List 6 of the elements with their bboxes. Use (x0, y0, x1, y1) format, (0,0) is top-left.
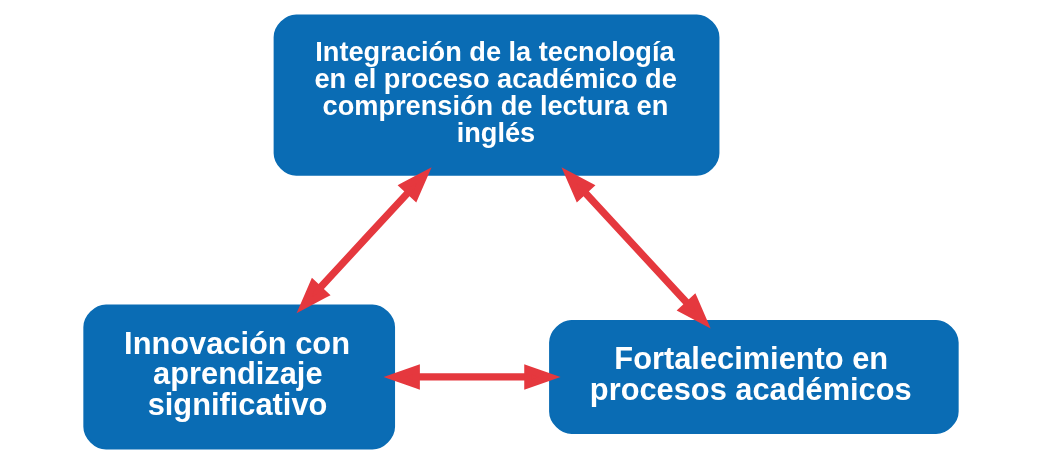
node-box: Integración de la tecnología en el proceso académico de comprensión de lectura en inglés (273, 14, 720, 176)
node-box: Innovación con aprendizaje significativo (83, 304, 396, 450)
arrow (383, 364, 561, 390)
arrow (296, 167, 432, 314)
node-box: Fortalecimiento en procesos académicos (549, 319, 959, 435)
arrow (561, 167, 711, 329)
